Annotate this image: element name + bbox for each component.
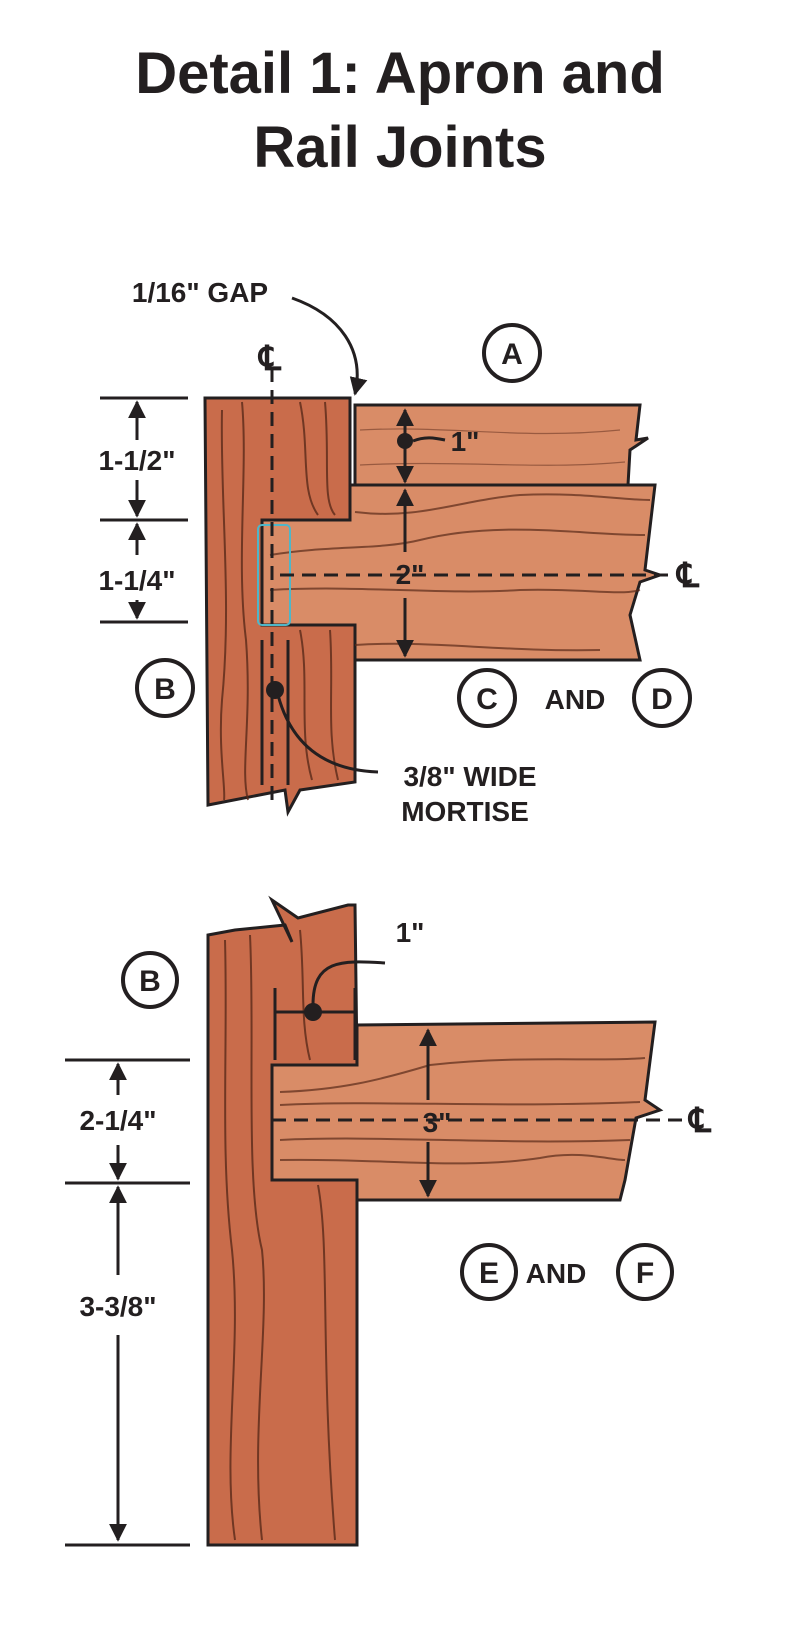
left-dimensions-bottom (65, 1058, 190, 1547)
dim-upper-label-bottom: 2-1/4" (79, 1105, 156, 1136)
gap-arrow (291, 296, 368, 396)
part-f-badge: F (616, 1243, 674, 1301)
bottom-detail: ℄ 2-1/4" 3-3/8" 1" 3" B E AND F (65, 895, 712, 1547)
dim-rail-a-offset: 1" (451, 426, 480, 457)
svg-text:C: C (476, 683, 498, 716)
post-b-bottom (206, 895, 359, 1547)
part-a-badge: A (482, 323, 542, 383)
mortise-label-1: 3/8" WIDE (403, 761, 536, 792)
title-line-1: Detail 1: Apron and (135, 41, 665, 106)
top-detail: ℄ ℄ 1-1/2" 1-1/4" 1/16" GAP 1" 2" 3/8" W… (98, 277, 700, 827)
part-b-badge: B (135, 658, 195, 718)
svg-text:B: B (154, 673, 176, 706)
part-b-badge-bottom: B (121, 951, 179, 1009)
dim-tenon-offset: 1" (396, 917, 425, 948)
post-grain (219, 401, 339, 801)
part-e-badge: E (460, 1243, 518, 1301)
rail-cd (260, 483, 665, 662)
svg-text:A: A (501, 338, 523, 371)
dim-lower-label: 1-1/4" (98, 565, 175, 596)
part-d-badge: D (632, 668, 692, 728)
and-label-top: AND (545, 684, 606, 715)
gap-label: 1/16" GAP (132, 277, 268, 308)
post-grain-bottom (224, 929, 336, 1541)
dim-rail-width: 3" (423, 1107, 452, 1138)
dim-lower-label-bottom: 3-3/8" (79, 1291, 156, 1322)
dim-upper-label: 1-1/2" (98, 445, 175, 476)
dim-rail-cd-width: 2" (396, 559, 425, 590)
mortise-label-2: MORTISE (401, 796, 529, 827)
title-line-2: Rail Joints (253, 115, 547, 180)
part-c-badge: C (457, 668, 517, 728)
rail-grain (269, 493, 651, 652)
centerline-symbol-vertical: ℄ (257, 340, 282, 378)
and-label-bottom: AND (526, 1258, 587, 1289)
left-dimensions-top (100, 396, 188, 624)
centerline-symbol-horizontal: ℄ (675, 557, 700, 595)
svg-text:B: B (139, 965, 161, 998)
svg-text:E: E (479, 1257, 499, 1290)
rail-grain-bottom (279, 1057, 646, 1165)
svg-text:F: F (636, 1257, 654, 1290)
svg-text:D: D (651, 683, 673, 716)
centerline-symbol-bottom: ℄ (687, 1102, 712, 1140)
